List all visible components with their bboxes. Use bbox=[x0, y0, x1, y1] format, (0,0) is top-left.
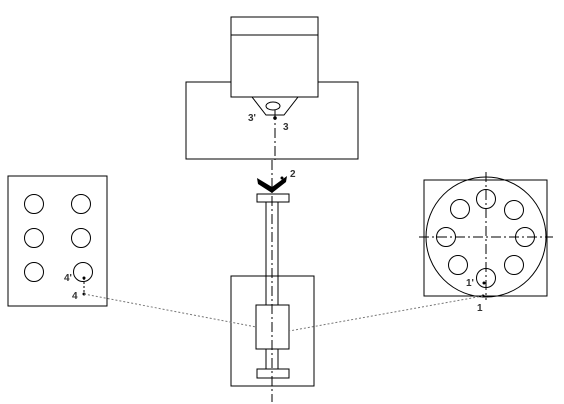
rotary-hole bbox=[515, 227, 535, 247]
rotary-hole bbox=[504, 200, 524, 220]
camera-body bbox=[230, 16, 319, 98]
label-point-3: 3 bbox=[283, 122, 289, 133]
parts-tray bbox=[7, 175, 108, 307]
tray-hole bbox=[24, 194, 44, 214]
motion-paths bbox=[83, 293, 484, 332]
label-point-3-prime: 3' bbox=[248, 113, 256, 124]
point-4-prime-marker bbox=[82, 276, 86, 280]
camera-nozzle bbox=[250, 96, 300, 116]
gripper-chevron bbox=[257, 176, 287, 193]
tray-hole bbox=[24, 228, 44, 248]
rotary-hole bbox=[450, 199, 470, 219]
tray-hole bbox=[71, 194, 91, 214]
slide-top-cap bbox=[256, 193, 290, 203]
tray-hole bbox=[73, 262, 93, 282]
camera-station bbox=[185, 16, 359, 160]
tray-hole bbox=[24, 262, 44, 282]
label-point-1: 1 bbox=[477, 303, 483, 314]
slide-bottom-cap bbox=[256, 368, 290, 379]
rotary-table bbox=[419, 172, 553, 300]
point-2-marker bbox=[280, 176, 284, 180]
label-point-1-prime: 1' bbox=[466, 278, 474, 289]
label-point-4: 4 bbox=[72, 291, 78, 302]
point-1-prime-marker bbox=[482, 281, 486, 285]
path-1-to-carriage bbox=[288, 295, 484, 332]
rotary-hole bbox=[436, 227, 456, 247]
rotary-hole bbox=[476, 189, 496, 209]
tray-hole bbox=[71, 228, 91, 248]
rotary-hole bbox=[448, 255, 468, 275]
camera-lens bbox=[265, 101, 281, 111]
label-point-2: 2 bbox=[290, 169, 296, 180]
tray-outline bbox=[7, 175, 108, 307]
point-3-marker bbox=[273, 116, 277, 120]
label-point-4-prime: 4' bbox=[64, 273, 72, 284]
rotary-hole bbox=[476, 268, 496, 288]
point-labels: 3' 3 2 4' 4 1' 1 bbox=[64, 113, 483, 314]
linear-slide bbox=[230, 160, 315, 402]
path-4-to-carriage bbox=[83, 293, 257, 328]
rotary-hole bbox=[504, 255, 524, 275]
